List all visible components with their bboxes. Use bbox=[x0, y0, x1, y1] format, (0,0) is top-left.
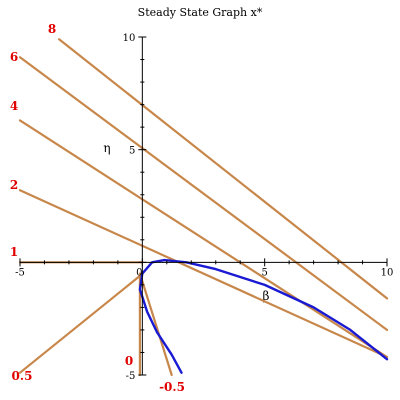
y-axis-label: η bbox=[103, 141, 110, 155]
series-label: 6 bbox=[10, 50, 18, 64]
steady-state-curve bbox=[138, 258, 389, 374]
series-line-4 bbox=[18, 119, 389, 359]
series-label: 0.5 bbox=[12, 369, 33, 383]
series-label: 2 bbox=[10, 178, 18, 192]
series-label: 8 bbox=[48, 22, 56, 36]
series-line-2 bbox=[18, 189, 389, 359]
series-label: 1 bbox=[10, 245, 18, 259]
y-tick-label: -5 bbox=[126, 371, 136, 382]
x-tick-label: 5 bbox=[261, 267, 267, 278]
series-line-6 bbox=[18, 56, 389, 331]
series-layer: 8 6 4 2 1 0.5 0 -0.5 bbox=[10, 22, 389, 394]
series-label: -0.5 bbox=[159, 380, 185, 394]
chart-title: Steady State Graph x* bbox=[138, 6, 263, 19]
series-label: 4 bbox=[10, 99, 18, 113]
y-tick-label: 5 bbox=[129, 146, 135, 157]
x-axis-label: β bbox=[263, 289, 270, 303]
x-tick-label: 10 bbox=[381, 267, 394, 278]
series-line-0.5 bbox=[18, 274, 141, 374]
series-line--0.5 bbox=[138, 272, 173, 377]
axes: -5 0 5 10 10 5 -5 bbox=[15, 33, 393, 382]
x-tick-label: -5 bbox=[15, 267, 25, 278]
series-line-8 bbox=[58, 38, 389, 300]
y-tick-label: 10 bbox=[123, 33, 136, 44]
series-label: 0 bbox=[125, 354, 133, 368]
x-tick-label: 0 bbox=[136, 267, 142, 278]
